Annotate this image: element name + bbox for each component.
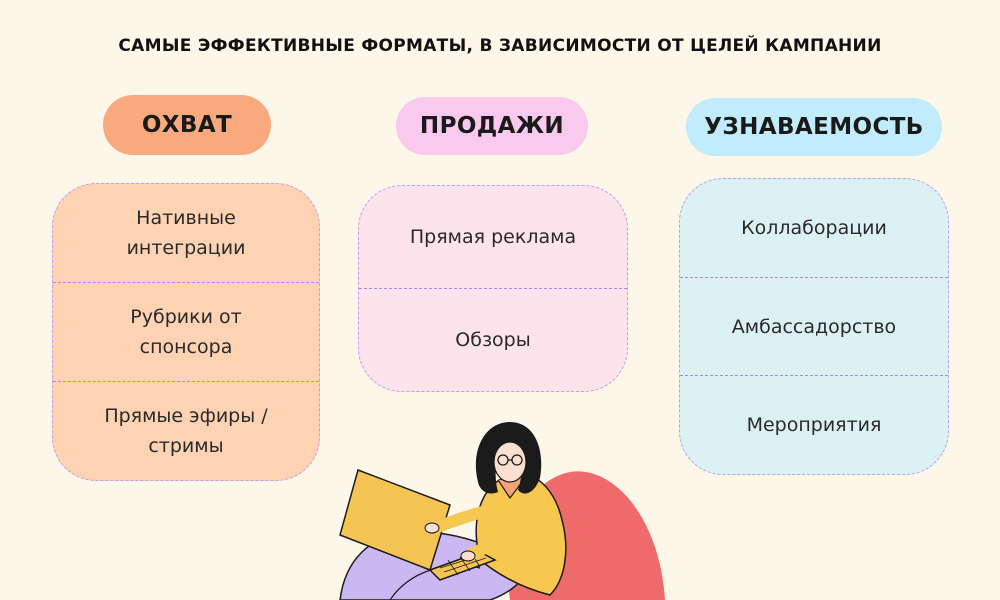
format-item: Прямая реклама (409, 226, 577, 248)
format-item: Мероприятия (680, 375, 948, 474)
category-pill-awareness: УЗНАВАЕМОСТЬ (686, 98, 942, 156)
card-sales: Прямая реклама Обзоры (358, 185, 628, 392)
sweater-shape (475, 473, 567, 596)
category-pill-sales: ПРОДАЖИ (396, 97, 588, 155)
format-item: Прямые эфиры / стримы (53, 381, 319, 480)
category-pill-reach: ОХВАТ (103, 95, 271, 155)
card-reach: Нативные интеграции Рубрики от спонсора … (52, 183, 320, 481)
format-item: Обзоры (359, 288, 627, 391)
format-item: Коллаборации (741, 216, 887, 239)
woman-on-beanbag-with-laptop-illustration (339, 422, 665, 600)
format-item: Нативные интеграции (126, 207, 246, 259)
card-awareness: Коллаборации Амбассадорство Мероприятия (679, 178, 949, 475)
hair-shape (475, 422, 542, 494)
laptop-screen (339, 469, 451, 571)
face-shape (493, 441, 527, 483)
format-item: Амбассадорство (680, 276, 948, 376)
page-title: САМЫЕ ЭФФЕКТИВНЫЕ ФОРМАТЫ, В ЗАВИСИМОСТИ… (118, 36, 882, 56)
format-item: Рубрики от спонсора (53, 282, 319, 381)
